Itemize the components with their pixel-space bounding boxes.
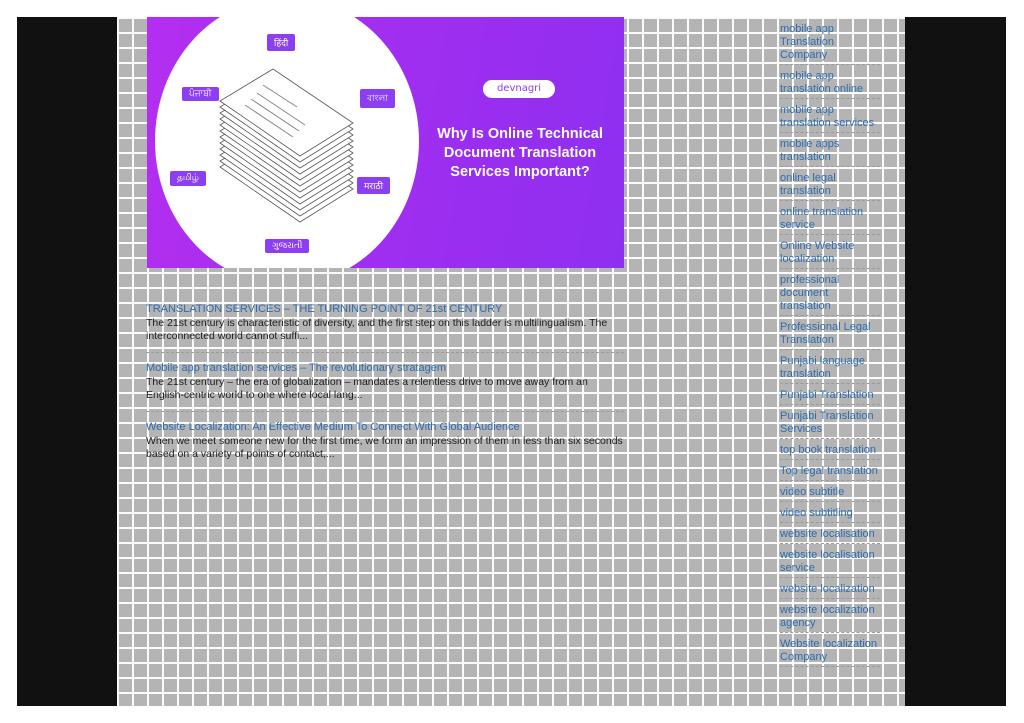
sidebar-label-link[interactable]: video subtitling — [780, 503, 880, 523]
featured-post-image[interactable]: हिंदी ਪੰਜਾਬੀ বাংলা தமிழ் मराठी ગુજરાતી — [147, 17, 624, 268]
sidebar-label-link[interactable]: professional document translation — [780, 270, 880, 316]
lang-badge-hindi: हिंदी — [267, 34, 296, 51]
sidebar-label-link[interactable]: mobile app Translation Company — [780, 19, 880, 65]
lang-badge-bengali: বাংলা — [360, 89, 395, 108]
hero-title: Why Is Online Technical Document Transla… — [437, 126, 603, 180]
sidebar-label-link[interactable]: Punjabi language translation — [780, 351, 880, 384]
sidebar-label-link[interactable]: online translation service — [780, 202, 880, 235]
lang-badge-tamil: தமிழ் — [170, 171, 206, 186]
lang-badge-marathi: मराठी — [357, 177, 390, 194]
brand-logo: devnagri — [483, 80, 555, 98]
sidebar-label-list: mobile app Translation Company mobile ap… — [780, 19, 880, 668]
sidebar-label-link[interactable]: website localization agency — [780, 600, 880, 633]
sidebar-label-link[interactable]: Website localization Company — [780, 634, 880, 667]
sidebar-label-link[interactable]: Online Website localization — [780, 236, 880, 269]
sidebar-label-link[interactable]: website localization — [780, 579, 880, 599]
sidebar-label-link[interactable]: website localisation service — [780, 545, 880, 578]
post-snippet: The 21st century – the era of globalizat… — [146, 376, 588, 401]
post-title-link[interactable]: Mobile app translation services – The re… — [146, 362, 447, 374]
post-item: Mobile app translation services – The re… — [146, 361, 624, 412]
sidebar-label-link[interactable]: Top legal translation — [780, 461, 880, 481]
sidebar-label-link[interactable]: mobile app translation services — [780, 100, 880, 133]
sidebar-label-link[interactable]: mobile app translation online — [780, 66, 880, 99]
lang-badge-gujarati: ગુજરાતી — [265, 239, 310, 253]
sidebar-label-link[interactable]: top book translation — [780, 440, 880, 460]
sidebar-label-link[interactable]: video subtitle — [780, 482, 880, 502]
post-title-link[interactable]: Website Localization: An Effective Mediu… — [146, 421, 520, 433]
sidebar-label-link[interactable]: website localisation — [780, 524, 880, 544]
sidebar-label-link[interactable]: Punjabi Translation Services — [780, 406, 880, 439]
post-snippet: The 21st century is characteristic of di… — [146, 317, 608, 342]
post-item: Website Localization: An Effective Mediu… — [146, 420, 624, 470]
post-list: TRANSLATION SERVICES – THE TURNING POINT… — [146, 302, 624, 478]
sidebar-label-link[interactable]: Punjabi Translation — [780, 385, 880, 405]
post-snippet: When we meet someone new for the first t… — [146, 435, 623, 460]
document-stack-icon — [219, 68, 354, 223]
lang-badge-punjabi: ਪੰਜਾਬੀ — [182, 87, 219, 101]
sidebar-label-link[interactable]: online legal translation — [780, 168, 880, 201]
sidebar-label-link[interactable]: mobile apps translation — [780, 134, 880, 167]
sidebar-label-link[interactable]: Professional Legal Translation — [780, 317, 880, 350]
blog-page: हिंदी ਪੰਜਾਬੀ বাংলা தமிழ் मराठी ગુજરાતી — [117, 17, 905, 706]
post-title-link[interactable]: TRANSLATION SERVICES – THE TURNING POINT… — [146, 303, 503, 315]
post-item: TRANSLATION SERVICES – THE TURNING POINT… — [146, 302, 624, 353]
